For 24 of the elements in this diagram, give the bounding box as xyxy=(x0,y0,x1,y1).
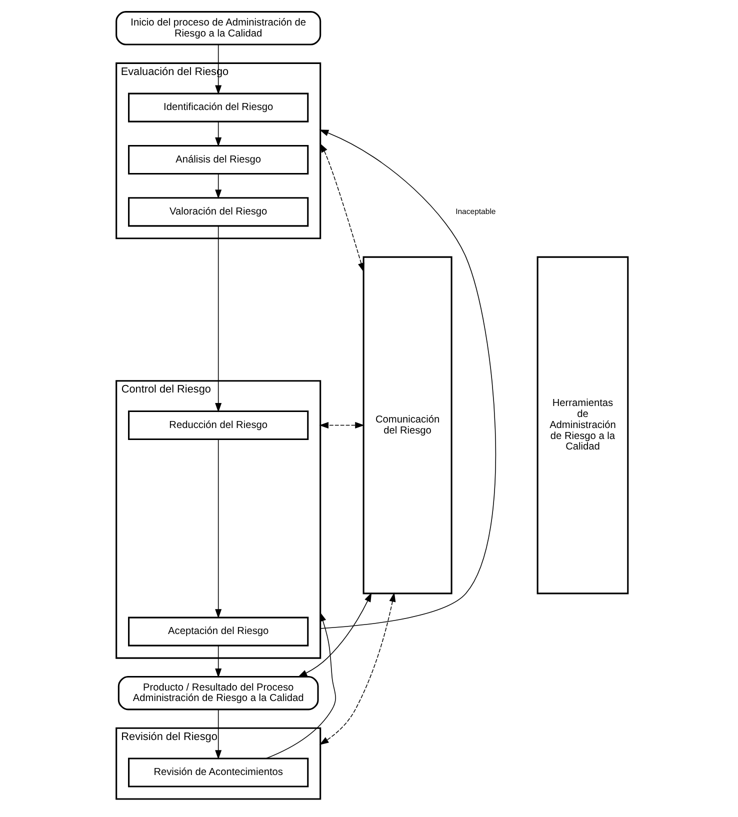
node-box: Herramientas de Administración de Riesgo a la Calidad xyxy=(536,256,629,594)
node-box: Comunicación del Riesgo xyxy=(362,256,452,594)
arrow xyxy=(298,592,372,678)
node-box: Valoración del Riesgo xyxy=(128,197,309,227)
arrow xyxy=(320,143,364,272)
arrow xyxy=(319,422,364,429)
node-box: Análisis del Riesgo xyxy=(128,144,309,175)
arrow xyxy=(215,709,222,760)
arrow xyxy=(266,612,336,759)
arrow xyxy=(215,121,222,147)
arrow xyxy=(215,44,222,95)
edge-label: Inaceptable xyxy=(456,206,496,216)
arrow xyxy=(319,592,396,745)
node-box: Aceptación del Riesgo xyxy=(128,616,309,646)
arrow xyxy=(215,439,222,618)
arrow xyxy=(215,173,222,199)
node-box: Revisión de Acontecimientos xyxy=(128,758,309,788)
arrow xyxy=(215,226,222,412)
node-box: Producto / Resultado del Proceso Administración de Riesgo a la Calidad xyxy=(118,676,319,710)
arrow xyxy=(319,130,496,629)
node-box: Identificación del Riesgo xyxy=(128,92,309,122)
arrow xyxy=(215,645,222,678)
node-box: Reducción del Riesgo xyxy=(128,410,309,440)
node-box: Inicio del proceso de Administración de Riesgo a la Calidad xyxy=(116,11,322,46)
